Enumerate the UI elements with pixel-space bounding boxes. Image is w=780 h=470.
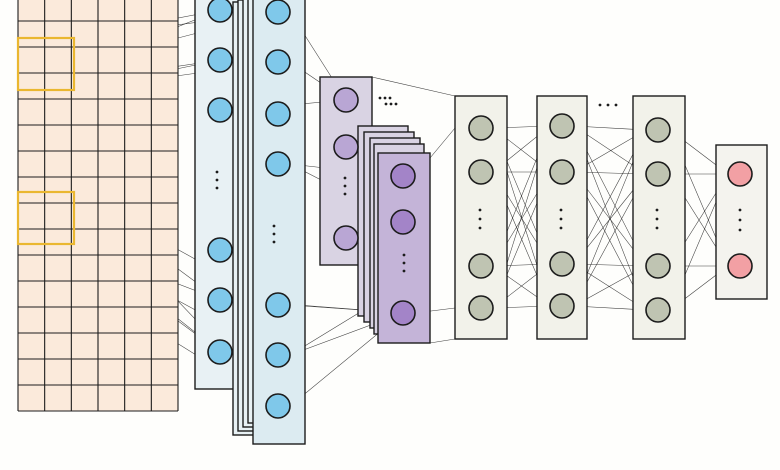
ellipsis-horizontal-icon	[394, 102, 398, 106]
pooling-feature-maps	[319, 76, 431, 344]
ellipsis-horizontal-icon	[378, 96, 382, 100]
ellipsis-icon	[402, 261, 406, 265]
ellipsis-icon	[215, 178, 219, 182]
dense-node	[645, 253, 671, 279]
conv-node	[207, 287, 233, 313]
ellipsis-icon	[343, 192, 347, 196]
conv-feature-maps	[194, 0, 306, 445]
connection-line	[371, 76, 456, 97]
dense-node	[549, 251, 575, 277]
connection-line	[429, 338, 456, 344]
conv-node	[265, 151, 291, 177]
dense-node	[645, 117, 671, 143]
ellipsis-icon	[738, 208, 742, 212]
ellipsis-icon	[478, 226, 482, 230]
receptive-field-highlights	[16, 36, 76, 246]
conv-node	[265, 0, 291, 25]
ellipsis-icon	[343, 184, 347, 188]
conv-node	[207, 0, 233, 23]
conv-node	[207, 339, 233, 365]
conv-node	[265, 49, 291, 75]
ellipsis-icon	[402, 253, 406, 257]
dense-layers	[454, 95, 686, 340]
dense-node	[549, 293, 575, 319]
ellipsis-icon	[272, 232, 276, 236]
dense-node	[549, 159, 575, 185]
dense-node	[468, 115, 494, 141]
ellipsis-horizontal-icon	[606, 103, 610, 107]
conv-node	[265, 393, 291, 419]
ellipsis-horizontal-icon	[384, 102, 388, 106]
ellipsis-icon	[738, 218, 742, 222]
pool-node	[333, 134, 359, 160]
conv-node	[265, 101, 291, 127]
ellipsis-horizontal-icon	[388, 96, 392, 100]
ellipsis-horizontal-icon	[598, 103, 602, 107]
ellipsis-icon	[343, 176, 347, 180]
pool-node	[390, 163, 416, 189]
dense-node	[468, 253, 494, 279]
pool-node	[390, 300, 416, 326]
conv-node	[265, 292, 291, 318]
output-node	[727, 161, 753, 187]
output-layer	[715, 144, 768, 300]
conv-node	[207, 47, 233, 73]
ellipsis-icon	[738, 228, 742, 232]
ellipsis-icon	[655, 208, 659, 212]
ellipsis-icon	[215, 170, 219, 174]
ellipsis-icon	[559, 226, 563, 230]
ellipsis-icon	[478, 217, 482, 221]
ellipsis-icon	[402, 269, 406, 273]
output-node	[727, 253, 753, 279]
ellipsis-icon	[478, 208, 482, 212]
ellipsis-icon	[559, 217, 563, 221]
ellipsis-horizontal-icon	[383, 96, 387, 100]
conv-node	[265, 342, 291, 368]
conv-node	[207, 97, 233, 123]
dense-node	[468, 295, 494, 321]
receptive-field-highlight	[16, 36, 76, 92]
conv-node	[207, 237, 233, 263]
ellipsis-icon	[655, 226, 659, 230]
ellipsis-horizontal-icon	[389, 102, 393, 106]
pool-node	[333, 87, 359, 113]
ellipsis-icon	[272, 240, 276, 244]
dense-node	[645, 161, 671, 187]
input-grid	[17, 0, 179, 412]
dense-node	[645, 297, 671, 323]
ellipsis-horizontal-icon	[614, 103, 618, 107]
pool-node	[390, 209, 416, 235]
ellipsis-icon	[215, 186, 219, 190]
ellipsis-icon	[559, 208, 563, 212]
ellipsis-icon	[272, 224, 276, 228]
receptive-field-highlight	[16, 190, 76, 246]
dense-node	[468, 159, 494, 185]
ellipsis-icon	[655, 217, 659, 221]
pool-node	[333, 225, 359, 251]
dense-node	[549, 113, 575, 139]
